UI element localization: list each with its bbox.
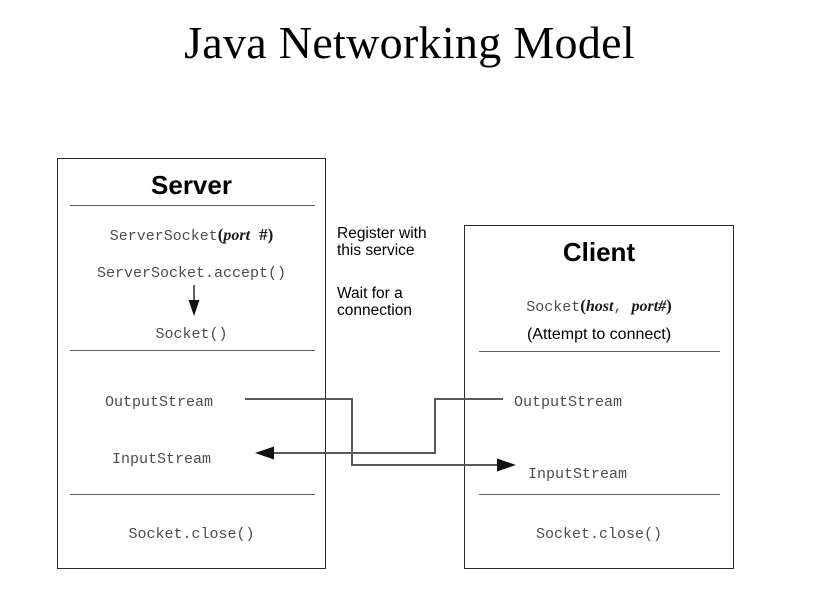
server-socket-result-text: Socket() [155,326,228,343]
server-divider-2 [70,350,315,351]
register-with-service-note: Register with this service [337,225,427,259]
client-input-stream-text: InputStream [528,466,628,483]
client-socket-param-host: host [585,298,614,315]
server-socket-result: Socket() [58,326,325,343]
server-serversocket-param-port: port [223,227,251,244]
server-serversocket-space [250,228,259,245]
client-socket-open-paren: ( [580,296,586,315]
client-divider-2 [479,494,720,495]
server-input-stream-label: InputStream [112,451,211,468]
server-serversocket-open-paren: ( [217,225,224,244]
server-close-call: Socket.close() [58,526,325,543]
client-close-call-text: Socket.close() [535,526,663,543]
client-socket-constructor: Socket(host, port#) [465,296,733,316]
client-heading: Client [562,237,636,267]
server-accept-call: ServerSocket.accept() [58,265,325,282]
server-box: Server ServerSocket(port #) ServerSocket… [57,158,326,569]
server-divider-3 [70,494,315,495]
server-accept-call-text: ServerSocket.accept() [96,265,287,282]
client-box: Client Socket(host, port#) (Attempt to c… [464,225,734,569]
page-title: Java Networking Model [184,17,635,68]
client-output-stream-label: OutputStream [514,394,622,411]
server-serversocket-close-paren: ) [267,225,274,244]
client-socket-name: Socket [526,299,581,316]
wait-for-connection-note: Wait for a connection [337,285,412,319]
server-heading: Server [151,170,232,200]
server-output-stream-label: OutputStream [105,394,213,411]
server-serversocket-param-hash: # [259,225,268,244]
server-output-stream-text: OutputStream [105,394,214,411]
server-serversocket-name: ServerSocket [109,228,218,245]
server-serversocket-constructor: ServerSocket(port #) [58,225,325,245]
client-divider-1 [479,351,720,352]
client-output-stream-text: OutputStream [514,394,623,411]
client-socket-param-comma: , [613,299,632,316]
client-attempt-note-text: (Attempt to connect) [526,326,672,343]
server-input-stream-text: InputStream [112,451,212,468]
client-attempt-note: (Attempt to connect) [465,326,733,344]
server-divider-1 [70,205,315,206]
client-socket-close-paren: ) [666,296,672,315]
client-input-stream-label: InputStream [528,466,627,483]
client-close-call: Socket.close() [465,526,733,543]
client-socket-param-port: port# [631,298,667,315]
server-close-call-text: Socket.close() [128,526,255,543]
